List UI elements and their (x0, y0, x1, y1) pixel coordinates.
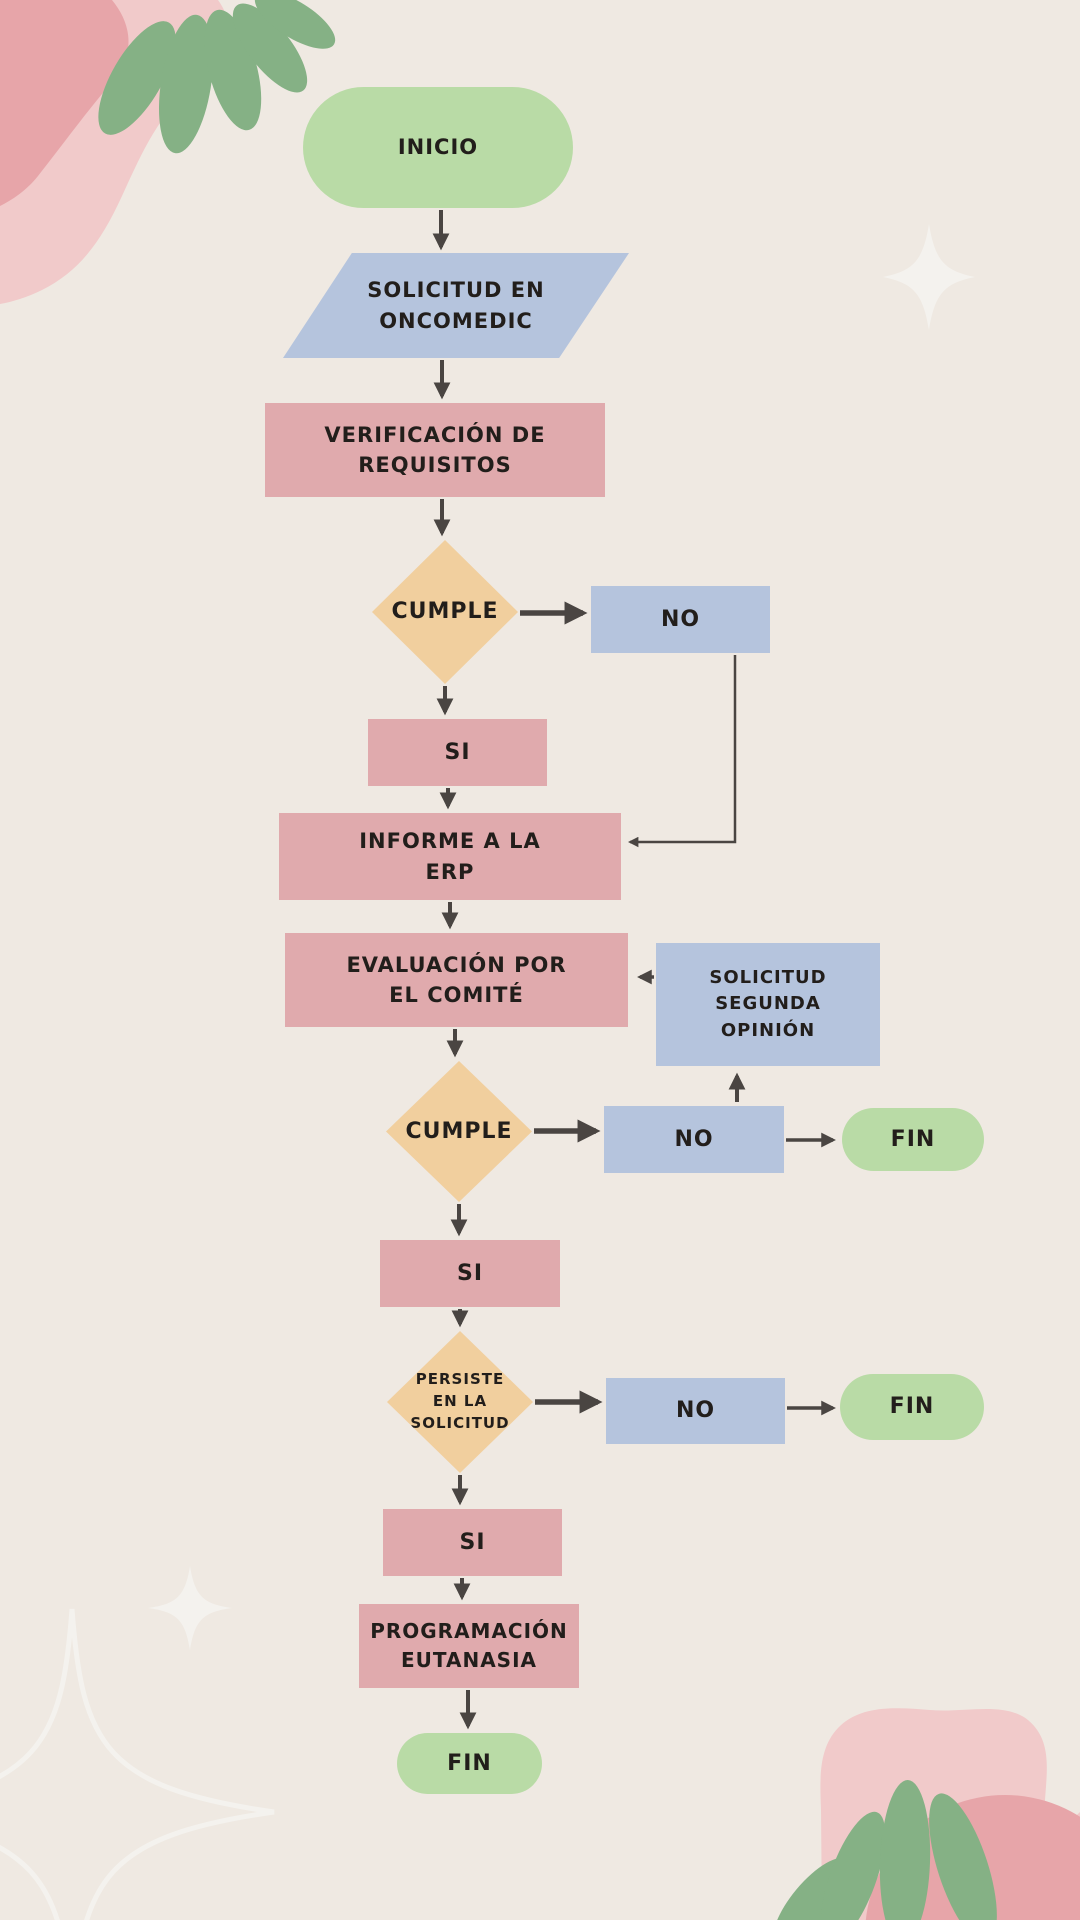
node-solicitud-segunda-opinion: SOLICITUD SEGUNDA OPINIÓN (656, 943, 880, 1066)
node-solicitud-oncomedic: SOLICITUD EN ONCOMEDIC (283, 253, 629, 358)
node-informe-erp: INFORME A LA ERP (279, 813, 621, 900)
node-verificacion-requisitos: VERIFICACIÓN DE REQUISITOS (265, 403, 605, 497)
node-label: PERSISTE EN LA SOLICITUD (410, 1370, 510, 1432)
node-label: FIN (889, 1394, 935, 1420)
node-label: CUMPLE (405, 1118, 513, 1144)
node-label: FIN (447, 1750, 492, 1776)
node-label: FIN (890, 1126, 936, 1152)
node-label: NO (660, 606, 701, 632)
node-si-3: SI (383, 1509, 562, 1576)
node-evaluacion-comite: EVALUACIÓN POR EL COMITÉ (285, 933, 628, 1027)
node-programacion-eutanasia: PROGRAMACIÓN EUTANASIA (359, 1604, 579, 1688)
node-label: CUMPLE (391, 599, 499, 625)
sparkle-icon (148, 1566, 232, 1650)
node-label: INICIO (397, 135, 479, 160)
node-label: VERIFICACIÓN DE REQUISITOS (324, 422, 546, 477)
connector-no1-informe-elbow (627, 655, 737, 848)
node-fin-1: FIN (842, 1108, 984, 1171)
node-label: SI (456, 1260, 484, 1286)
node-label: PROGRAMACIÓN EUTANASIA (370, 1619, 568, 1672)
node-no-3: NO (606, 1378, 785, 1444)
node-label: NO (674, 1126, 714, 1152)
sparkle-icon (883, 224, 975, 330)
node-no-1: NO (591, 586, 770, 653)
node-label: SOLICITUD EN ONCOMEDIC (367, 278, 545, 333)
star-outline-icon (0, 1608, 275, 1920)
leaf-cluster-top-left (98, 0, 336, 154)
node-label: NO (675, 1398, 716, 1424)
node-inicio: INICIO (303, 87, 573, 208)
leaf-cluster-bottom-right (773, 1780, 997, 1920)
node-label: EVALUACIÓN POR EL COMITÉ (346, 952, 567, 1007)
node-label: SOLICITUD SEGUNDA OPINIÓN (709, 967, 827, 1041)
node-fin-3: FIN (397, 1733, 542, 1794)
node-si-2: SI (380, 1240, 560, 1307)
node-label: INFORME A LA ERP (359, 829, 541, 884)
node-si-1: SI (368, 719, 547, 786)
node-label: SI (459, 1529, 486, 1555)
node-label: SI (444, 739, 471, 765)
node-fin-2: FIN (840, 1374, 984, 1440)
corner-blob-dark-top-left (0, 0, 129, 206)
node-no-2: NO (604, 1106, 784, 1173)
